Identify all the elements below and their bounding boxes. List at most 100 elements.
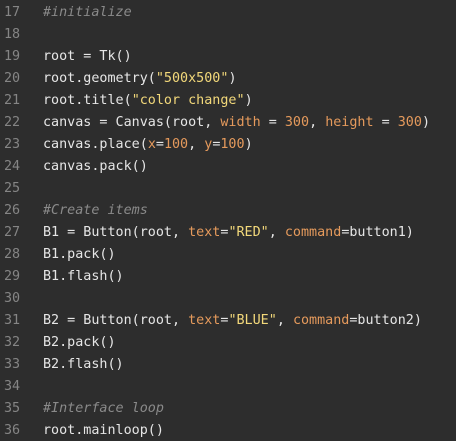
code-line[interactable]: 17 #initialize — [0, 2, 456, 24]
code-line[interactable]: 31 B2 = Button(root, text="BLUE", command… — [0, 310, 456, 332]
code-token-default: root.mainloop() — [43, 423, 164, 438]
code-token-string: "BLUE" — [228, 313, 277, 328]
code-token-num: 100 — [220, 137, 245, 152]
code-line[interactable]: 32 B2.pack() — [0, 332, 456, 354]
code-token-default: B2 = Button(root, — [43, 313, 189, 328]
line-number: 34 — [4, 379, 21, 394]
code-line[interactable]: 19 root = Tk() — [0, 46, 456, 68]
code-text: root.geometry("500x500") — [43, 68, 237, 90]
code-text: B1 = Button(root, text="RED", command=bu… — [43, 222, 414, 244]
code-line[interactable]: 33 B2.flash() — [0, 354, 456, 376]
code-token-default: ) — [228, 71, 237, 86]
line-number: 20 — [4, 71, 21, 86]
code-token-default: , — [309, 115, 326, 130]
code-token-default: root = Tk() — [43, 49, 132, 64]
code-token-kw: text — [188, 313, 221, 328]
line-number: 29 — [4, 269, 21, 284]
line-number: 18 — [4, 27, 21, 42]
code-text: canvas.place(x=100, y=100) — [43, 134, 253, 156]
code-token-kw: x — [147, 137, 156, 152]
code-line[interactable]: 36 root.mainloop() — [0, 420, 456, 441]
code-token-num: 300 — [397, 115, 422, 130]
code-token-default: B1.flash() — [43, 269, 124, 284]
code-text: canvas.pack() — [43, 156, 148, 178]
code-token-default: ) — [244, 137, 253, 152]
code-line[interactable]: 22 canvas = Canvas(root, width = 300, hei… — [0, 112, 456, 134]
line-number: 30 — [4, 291, 21, 306]
code-token-default: B1 = Button(root, — [43, 225, 189, 240]
code-text: root = Tk() — [43, 46, 132, 68]
code-token-default: canvas = Canvas(root, — [43, 115, 221, 130]
line-number: 33 — [4, 357, 21, 372]
code-token-default: B1.pack() — [43, 247, 116, 262]
code-token-default: root.title( — [43, 93, 132, 108]
code-line[interactable]: 24 canvas.pack() — [0, 156, 456, 178]
line-number: 23 — [4, 137, 21, 152]
line-number: 22 — [4, 115, 21, 130]
code-token-default: , — [276, 313, 293, 328]
code-token-default: =button2) — [349, 313, 422, 328]
code-line[interactable]: 20 root.geometry("500x500") — [0, 68, 456, 90]
code-token-default: root.geometry( — [43, 71, 156, 86]
code-token-default: , — [268, 225, 285, 240]
code-line[interactable]: 26 #Create items — [0, 200, 456, 222]
code-token-kw: command — [292, 313, 350, 328]
code-token-string: "color change" — [131, 93, 245, 108]
code-token-default: =button1) — [341, 225, 414, 240]
code-text: #initialize — [43, 2, 132, 24]
code-token-kw: height — [325, 115, 374, 130]
code-text: canvas = Canvas(root, width = 300, heigh… — [43, 112, 430, 134]
code-token-comment: #initialize — [43, 5, 132, 20]
code-token-num: 100 — [163, 137, 189, 152]
code-token-default: = — [260, 115, 285, 130]
code-line[interactable]: 25 — [0, 178, 456, 200]
code-text: root.mainloop() — [43, 420, 164, 441]
code-token-default: B2.pack() — [43, 335, 116, 350]
code-line[interactable]: 35#Interface loop — [0, 398, 456, 420]
line-number: 26 — [4, 203, 21, 218]
code-token-kw: text — [188, 225, 221, 240]
code-token-default: canvas.place( — [43, 137, 148, 152]
code-token-default: = — [212, 137, 221, 152]
code-token-comment: #Create items — [43, 203, 148, 218]
code-token-default: = — [155, 137, 164, 152]
code-line[interactable]: 29 B1.flash() — [0, 266, 456, 288]
line-number: 31 — [4, 313, 21, 328]
code-token-default: B2.flash() — [43, 357, 124, 372]
code-token-kw: command — [284, 225, 342, 240]
line-number: 32 — [4, 335, 21, 350]
line-number: 24 — [4, 159, 21, 174]
code-line[interactable]: 34 — [0, 376, 456, 398]
code-text: #Create items — [43, 200, 148, 222]
code-token-default: = — [373, 115, 398, 130]
line-number: 27 — [4, 225, 21, 240]
code-line[interactable]: 30 — [0, 288, 456, 310]
code-token-default: ) — [244, 93, 253, 108]
code-token-kw: width — [220, 115, 261, 130]
code-text: B2.flash() — [43, 354, 124, 376]
code-token-default: ) — [421, 115, 430, 130]
code-token-string: "RED" — [228, 225, 269, 240]
line-number: 17 — [4, 5, 21, 20]
code-token-default: canvas.pack() — [43, 159, 148, 174]
code-token-kw: y — [204, 137, 213, 152]
code-token-string: "500x500" — [155, 71, 229, 86]
line-number: 21 — [4, 93, 21, 108]
code-token-num: 300 — [284, 115, 310, 130]
code-line[interactable]: 27 B1 = Button(root, text="RED", command=… — [0, 222, 456, 244]
line-number: 19 — [4, 49, 21, 64]
code-text: #Interface loop — [43, 398, 164, 420]
code-token-comment: #Interface loop — [43, 401, 164, 416]
code-text: B2 = Button(root, text="BLUE", command=b… — [43, 310, 422, 332]
code-text: root.title("color change") — [43, 90, 253, 112]
code-line[interactable]: 21 root.title("color change") — [0, 90, 456, 112]
code-text: B1.flash() — [43, 266, 124, 288]
line-number: 25 — [4, 181, 21, 196]
code-text: B1.pack() — [43, 244, 116, 266]
line-number: 36 — [4, 423, 21, 438]
code-token-default: , — [188, 137, 205, 152]
code-line[interactable]: 18 — [0, 24, 456, 46]
